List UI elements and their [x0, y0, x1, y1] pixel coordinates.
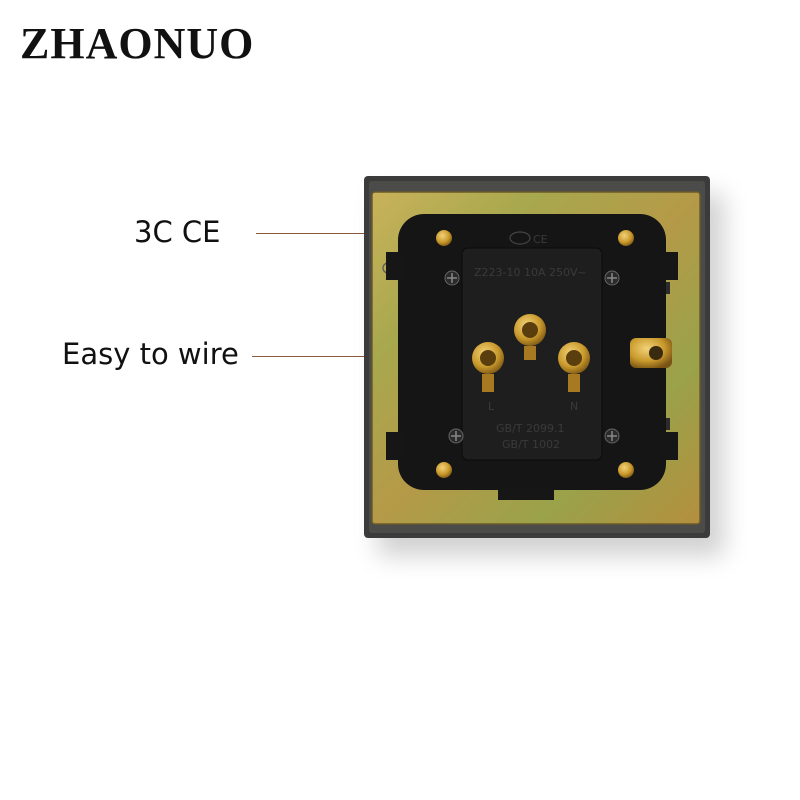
- brass-side-lug-icon: [630, 338, 672, 368]
- ccc-mark-icon: CE: [509, 231, 548, 246]
- screw-icon: [604, 428, 620, 444]
- standard-text: GB/T 2099.1: [496, 422, 564, 435]
- callout-label-wiring: Easy to wire: [62, 337, 239, 371]
- standard-text: GB/T 1002: [502, 438, 560, 451]
- rivet: [618, 462, 634, 478]
- screw-icon: [604, 270, 620, 286]
- terminal-label-l: L: [488, 400, 495, 413]
- terminal-earth-icon: [514, 314, 546, 360]
- rivet: [436, 230, 452, 246]
- terminal-live-icon: [472, 342, 504, 392]
- screw-icon: [444, 270, 460, 286]
- rivet: [436, 462, 452, 478]
- rivet: [618, 230, 634, 246]
- terminal-neutral-icon: [558, 342, 590, 392]
- brand-logo-text: ZHAONUO: [20, 19, 255, 68]
- screw-icon: [448, 428, 464, 444]
- callout-label-certification: 3C CE: [134, 215, 221, 249]
- terminal-label-n: N: [570, 400, 578, 413]
- model-rating-text: Z223-10 10A 250V~: [474, 266, 587, 279]
- svg-text:CE: CE: [533, 233, 548, 246]
